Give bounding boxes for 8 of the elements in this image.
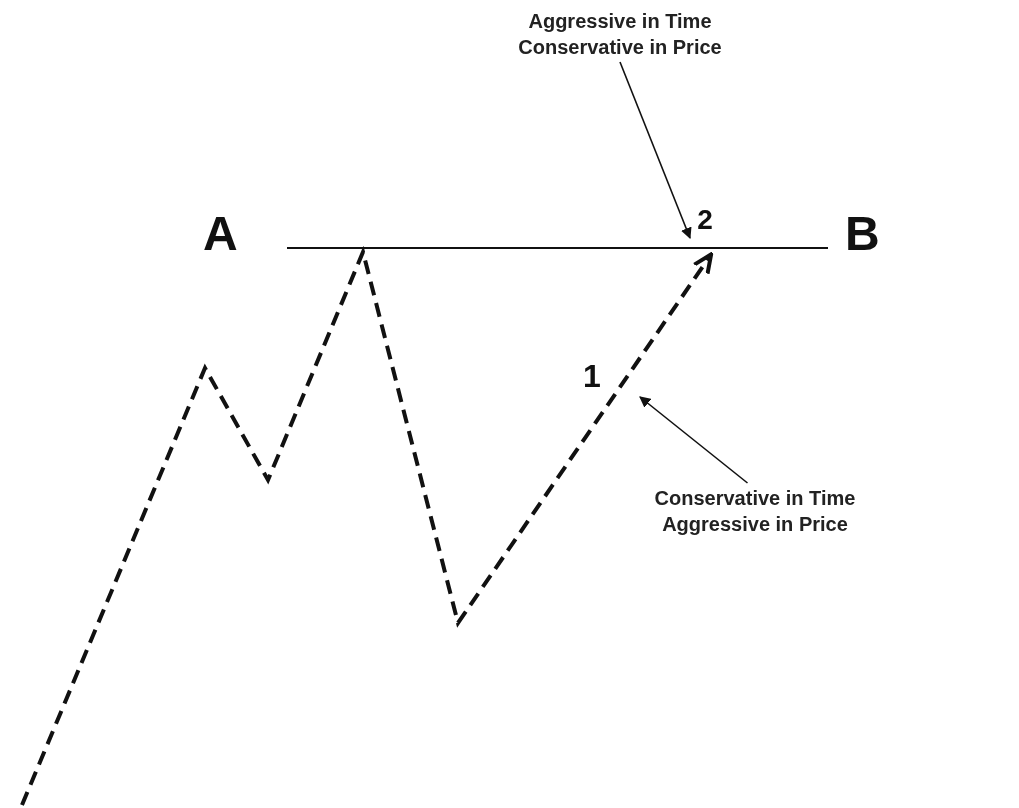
leader-line — [639, 396, 749, 484]
point-letter: A — [203, 210, 238, 258]
annotation-text: Aggressive in Time Conservative in Price — [517, 9, 723, 60]
leader-line — [619, 61, 692, 240]
point-number: 1 — [583, 360, 601, 392]
point-letter: B — [845, 210, 880, 258]
annotation-text: Conservative in Time Aggressive in Price — [653, 486, 857, 537]
point-number: 2 — [696, 206, 714, 234]
